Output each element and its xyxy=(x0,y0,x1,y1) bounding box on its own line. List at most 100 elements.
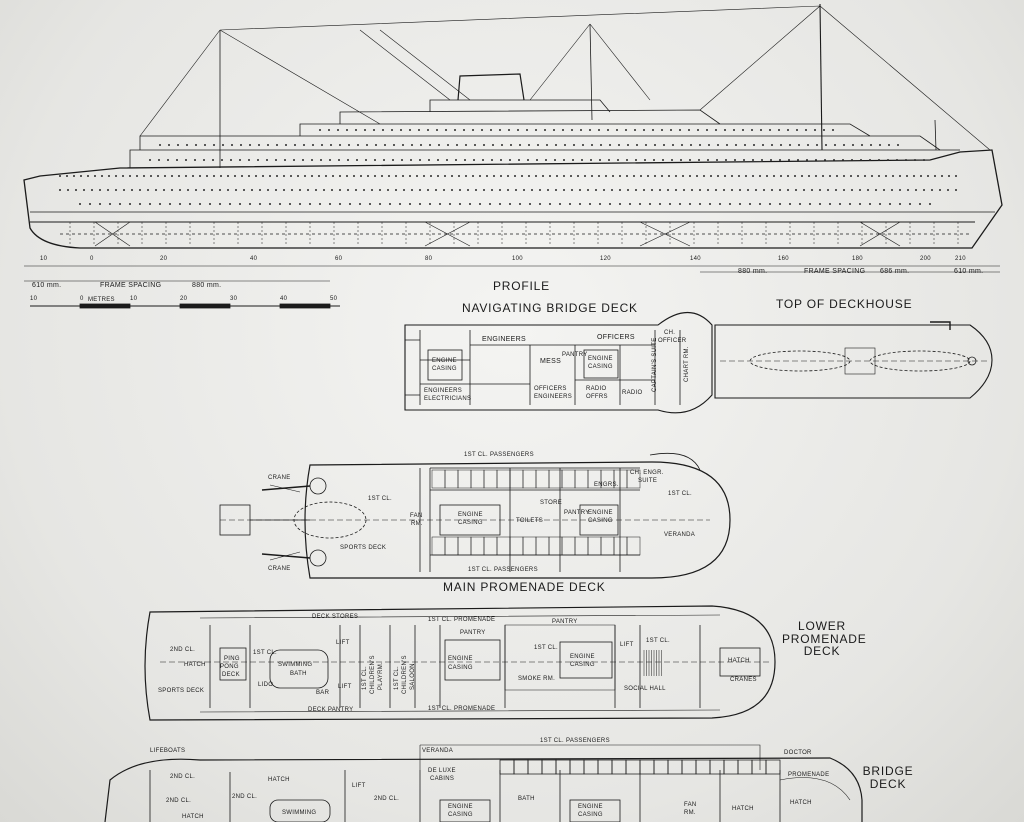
nbd-ch-officer-2: OFFICER xyxy=(658,338,687,344)
porthole xyxy=(591,144,593,146)
porthole xyxy=(653,159,655,161)
nbd-officers-engineers-2: ENGINEERS xyxy=(534,394,573,400)
porthole xyxy=(158,159,160,161)
porthole xyxy=(564,144,566,146)
porthole xyxy=(384,144,386,146)
porthole xyxy=(661,175,663,177)
lpd-cranes: CRANES xyxy=(730,677,757,683)
navigating-bridge-deck-plan xyxy=(404,312,713,414)
nbd-chart-rm: CHART RM. xyxy=(684,346,690,382)
bd-bath: BATH xyxy=(518,796,535,802)
porthole xyxy=(489,203,491,205)
porthole xyxy=(339,189,341,191)
porthole xyxy=(703,175,705,177)
bridge-deck-plan xyxy=(104,744,863,822)
porthole xyxy=(672,144,674,146)
porthole xyxy=(249,144,251,146)
porthole xyxy=(734,159,736,161)
porthole xyxy=(365,159,367,161)
cabin-cell xyxy=(569,759,585,775)
porthole xyxy=(529,203,531,205)
lower-promenade-title-line3: DECK xyxy=(803,644,841,659)
main-promenade-deck-plan xyxy=(219,452,731,579)
porthole xyxy=(759,203,761,205)
porthole xyxy=(366,144,368,146)
porthole xyxy=(493,175,495,177)
nbd-engineers: ENGINEERS xyxy=(482,336,526,343)
porthole xyxy=(545,159,547,161)
porthole xyxy=(643,129,645,131)
porthole xyxy=(523,189,525,191)
frame-spacing-left-value: 610 mm. xyxy=(32,282,62,289)
lpd-ping-pong-2: PONG xyxy=(220,664,239,670)
bd-hatch-b: HATCH xyxy=(732,806,754,812)
porthole xyxy=(395,175,397,177)
top-of-deckhouse-plan xyxy=(714,321,993,399)
cabin-cell xyxy=(625,759,641,775)
nbd-engineers-electricians-2: ELECTRICIANS xyxy=(424,396,472,402)
lower-promenade-deck-title: LOWER PROMENADE DECK xyxy=(782,620,866,659)
porthole xyxy=(931,189,933,191)
porthole xyxy=(955,175,957,177)
porthole xyxy=(726,144,728,146)
bd-veranda: VERANDA xyxy=(422,748,454,754)
porthole xyxy=(227,189,229,191)
porthole xyxy=(883,189,885,191)
ship-profile xyxy=(23,3,1003,249)
porthole xyxy=(835,189,837,191)
porthole xyxy=(419,159,421,161)
porthole xyxy=(719,203,721,205)
cabin-cell xyxy=(737,759,753,775)
lpd-pantry-a: PANTRY xyxy=(460,630,486,636)
porthole xyxy=(429,144,431,146)
porthole xyxy=(827,189,829,191)
porthole xyxy=(923,189,925,191)
porthole xyxy=(194,159,196,161)
porthole xyxy=(696,175,698,177)
bd-hatch-a: HATCH xyxy=(268,777,290,783)
frame-number: 100 xyxy=(512,256,523,262)
porthole xyxy=(675,175,677,177)
porthole xyxy=(199,175,201,177)
porthole xyxy=(213,144,215,146)
lpd-first-cl-b: 1ST CL. xyxy=(534,645,558,651)
mpd-ch-engr-suite-2: SUITE xyxy=(638,478,658,484)
porthole xyxy=(59,175,61,177)
porthole xyxy=(319,203,321,205)
porthole xyxy=(515,189,517,191)
porthole xyxy=(749,203,751,205)
nbd-engine-casing-right-1: ENGINE xyxy=(588,356,613,362)
porthole xyxy=(715,189,717,191)
lpd-hatch-left: HATCH xyxy=(184,662,206,668)
bd-engine-casing-b-1: ENGINE xyxy=(578,804,603,810)
frame-number: 10 xyxy=(40,256,48,262)
cabin-cell xyxy=(541,759,557,775)
porthole xyxy=(294,144,296,146)
porthole xyxy=(941,175,943,177)
porthole xyxy=(355,129,357,131)
porthole xyxy=(159,203,161,205)
cabin-cell xyxy=(499,759,515,775)
porthole xyxy=(99,203,101,205)
porthole xyxy=(185,175,187,177)
porthole xyxy=(679,129,681,131)
cabin-cell xyxy=(470,469,485,489)
porthole xyxy=(472,129,474,131)
cabin-cell xyxy=(653,759,669,775)
porthole xyxy=(849,203,851,205)
lower-promenade-deck-plan xyxy=(144,605,776,721)
porthole xyxy=(744,144,746,146)
porthole xyxy=(869,203,871,205)
porthole xyxy=(436,129,438,131)
lpd-second-cl: 2ND CL. xyxy=(170,647,196,653)
porthole xyxy=(789,144,791,146)
porthole xyxy=(465,144,467,146)
porthole xyxy=(752,159,754,161)
porthole xyxy=(600,144,602,146)
porthole xyxy=(589,129,591,131)
cabin-cell xyxy=(483,469,498,489)
porthole xyxy=(171,175,173,177)
porthole xyxy=(581,159,583,161)
porthole xyxy=(619,189,621,191)
porthole xyxy=(338,159,340,161)
